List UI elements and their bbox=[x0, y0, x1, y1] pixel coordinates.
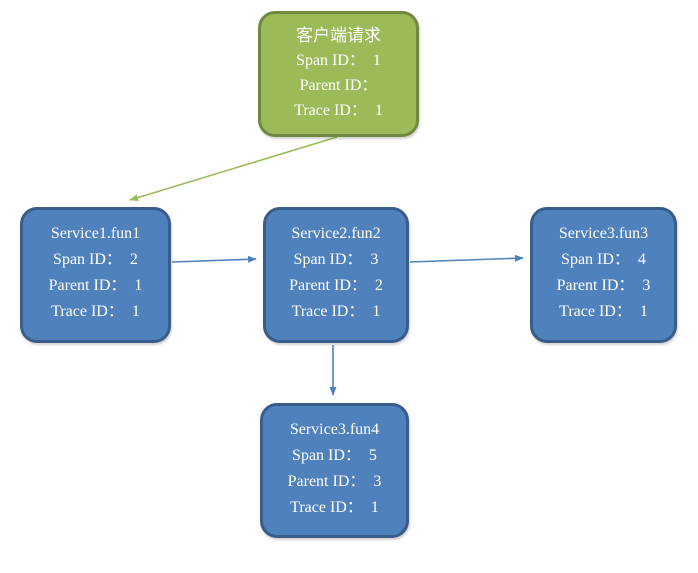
span-id-line: Span ID： 2 bbox=[53, 251, 138, 268]
trace-id-line: Trace ID： 1 bbox=[291, 303, 381, 320]
span-id-line: Span ID： 1 bbox=[296, 52, 381, 69]
node-title: Service3.fun4 bbox=[289, 421, 380, 438]
trace-id-line: Trace ID： 1 bbox=[294, 102, 383, 119]
node-service3-fun3: Service3.fun3 Span ID： 4 Parent ID： 3 Tr… bbox=[530, 207, 677, 343]
node-title: Service1.fun1 bbox=[50, 225, 141, 242]
node-service2-fun2: Service2.fun2 Span ID： 3 Parent ID： 2 Tr… bbox=[263, 207, 409, 343]
node-service3-fun4: Service3.fun4 Span ID： 5 Parent ID： 3 Tr… bbox=[260, 403, 409, 538]
parent-id-line: Parent ID： bbox=[299, 77, 378, 94]
span-id-line: Span ID： 4 bbox=[561, 251, 646, 268]
parent-id-line: Parent ID： 3 bbox=[556, 277, 651, 294]
parent-id-line: Parent ID： 1 bbox=[48, 277, 143, 294]
span-id-line: Span ID： 5 bbox=[292, 447, 377, 464]
node-title: 客户端请求 bbox=[296, 26, 381, 45]
node-client-request: 客户端请求 Span ID： 1 Parent ID： Trace ID： 1 bbox=[258, 11, 419, 137]
arrow-service2-to-service3 bbox=[409, 254, 524, 263]
trace-id-line: Trace ID： 1 bbox=[559, 303, 648, 320]
parent-id-line: Parent ID： 2 bbox=[289, 277, 383, 294]
span-id-line: Span ID： 3 bbox=[293, 251, 379, 268]
node-service1-fun1: Service1.fun1 Span ID： 2 Parent ID： 1 Tr… bbox=[20, 207, 171, 343]
trace-id-line: Trace ID： 1 bbox=[290, 499, 379, 516]
arrow-service1-to-service2 bbox=[171, 255, 257, 263]
arrow-client-to-service1 bbox=[129, 136, 338, 202]
node-title: Service3.fun3 bbox=[558, 225, 649, 242]
trace-id-line: Trace ID： 1 bbox=[51, 303, 140, 320]
node-title: Service2.fun2 bbox=[291, 225, 381, 242]
parent-id-line: Parent ID： 3 bbox=[287, 473, 382, 490]
